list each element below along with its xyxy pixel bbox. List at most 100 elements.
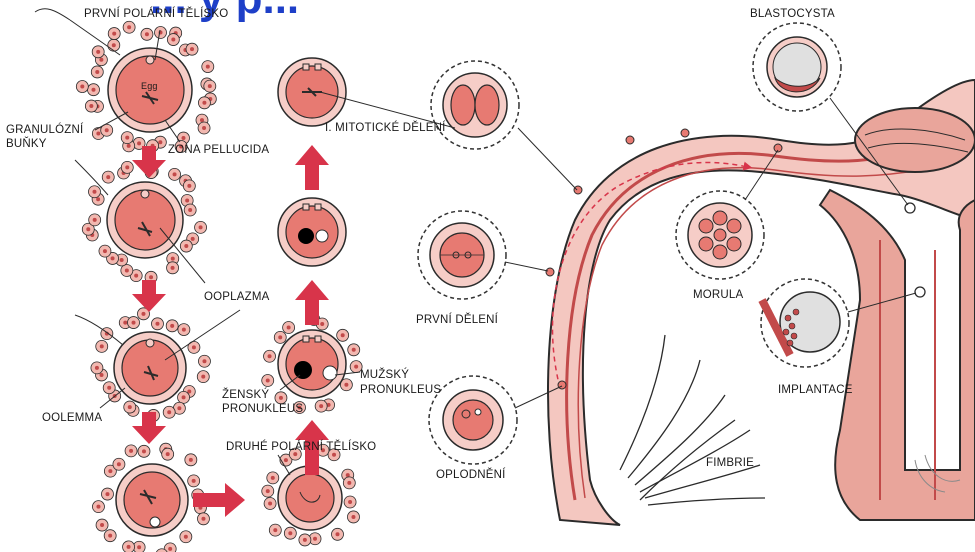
granulosa-cell (299, 534, 311, 546)
ovary (855, 108, 975, 172)
granulosa-cell (121, 161, 133, 173)
granulosa-cell (124, 401, 136, 413)
granulosa-cell (121, 265, 133, 277)
granulosa-cell (269, 524, 281, 536)
granulosa-cell (108, 39, 120, 51)
label-fertilization: OPLODNĚNÍ (436, 469, 506, 482)
label-egg: Egg (141, 80, 158, 93)
granulosa-cell (102, 171, 114, 183)
uterus (820, 190, 975, 520)
label-oolemma: OOLEMMA (42, 412, 102, 425)
granulosa-cell (267, 472, 279, 484)
granulosa-cell (91, 362, 103, 374)
granulosa-cell (332, 528, 344, 540)
label-implantation: IMPLANTACE (778, 384, 853, 397)
granulosa-cell (103, 382, 115, 394)
zoom-first-division (418, 211, 548, 299)
granulosa-cell (186, 43, 198, 55)
granulosa-cell (275, 392, 287, 404)
granulosa-cell (184, 204, 196, 216)
granulosa-cell (85, 100, 97, 112)
granulosa-cell (185, 454, 197, 466)
granulosa-cell (337, 329, 349, 341)
granulosa-cell (262, 375, 274, 387)
granulosa-cell (128, 317, 140, 329)
zoom-fertilization (429, 376, 562, 464)
granulosa-cell (344, 496, 356, 508)
granulosa-cell (108, 28, 120, 40)
granulosa-cell (155, 27, 167, 39)
granulosa-cell (113, 458, 125, 470)
granulosa-cell (76, 81, 88, 93)
label-mitosis: I. MITOTICKÉ DĚLENÍ (325, 122, 446, 135)
granulosa-cell (96, 519, 108, 531)
label-fimbriae: FIMBRIE (706, 457, 754, 470)
granulosa-cell (262, 485, 274, 497)
label-blastocyst: BLASTOCYSTA (750, 8, 835, 21)
granulosa-cell (348, 344, 360, 356)
fimbriae (620, 335, 765, 505)
granulosa-cell (180, 240, 192, 252)
label-male-pronucleus-1: MUŽSKÝ (360, 369, 409, 382)
label-first-division: PRVNÍ DĚLENÍ (416, 314, 498, 327)
granulosa-cell (151, 318, 163, 330)
granulosa-cell (204, 80, 216, 92)
granulosa-cell (274, 331, 286, 343)
granulosa-cell (178, 324, 190, 336)
granulosa-cell (202, 61, 214, 73)
granulosa-cell (180, 531, 192, 543)
granulosa-cell (315, 400, 327, 412)
granulosa-cell (123, 21, 135, 33)
granulosa-cell (166, 320, 178, 332)
granulosa-cell (104, 530, 116, 542)
granulosa-cell (167, 262, 179, 274)
granulosa-cell (195, 221, 207, 233)
granulosa-cell (99, 245, 111, 257)
granulosa-cell (89, 214, 101, 226)
granulosa-cell (141, 28, 153, 40)
granulosa-cell (178, 391, 190, 403)
granulosa-cell (121, 132, 133, 144)
granulosa-cell (91, 66, 103, 78)
granulosa-cell (343, 477, 355, 489)
granulosa-cell (347, 511, 359, 523)
granulosa-cell (264, 498, 276, 510)
granulosa-cell (138, 445, 150, 457)
label-male-pronucleus-2: PRONUKLEUS (360, 384, 441, 397)
granulosa-cell (92, 501, 104, 513)
label-female-pronucleus-2: PRONUKLEUS (222, 403, 303, 416)
label-zona-pellucida: ZONA PELLUCIDA (168, 144, 269, 157)
granulosa-cell (198, 355, 210, 367)
granulosa-cell (162, 448, 174, 460)
label-ooplasm: OOPLAZMA (204, 291, 270, 304)
granulosa-cell (92, 46, 104, 58)
granulosa-cell (123, 541, 135, 552)
granulosa-cell (125, 445, 137, 457)
granulosa-cell (88, 84, 100, 96)
granulosa-cell (284, 527, 296, 539)
label-morula: MORULA (693, 289, 743, 302)
egg-mitosis (278, 58, 455, 128)
label-female-pronucleus-1: ŽENSKÝ (222, 389, 269, 402)
granulosa-cell (163, 406, 175, 418)
granulosa-cell (183, 180, 195, 192)
granulosa-cell (169, 168, 181, 180)
egg-pronuclei-fused (278, 198, 346, 266)
granulosa-cell (197, 513, 209, 525)
granulosa-cell (167, 34, 179, 46)
label-first-polar-body: PRVNÍ POLÁRNÍ TĚLÍSKO (84, 8, 228, 21)
granulosa-cell (88, 186, 100, 198)
granulosa-cell (198, 97, 210, 109)
label-granulosa-1: GRANULÓZNÍ (6, 124, 83, 137)
granulosa-cell (283, 322, 295, 334)
zoom-two-cell (431, 61, 577, 190)
granulosa-cell (96, 340, 108, 352)
granulosa-cell (264, 350, 276, 362)
label-granulosa-2: BUŇKY (6, 138, 47, 151)
granulosa-cell (198, 122, 210, 134)
granulosa-cell (197, 371, 209, 383)
granulosa-cell (101, 488, 113, 500)
granulosa-cell (188, 475, 200, 487)
egg-stage-4 (116, 464, 188, 536)
